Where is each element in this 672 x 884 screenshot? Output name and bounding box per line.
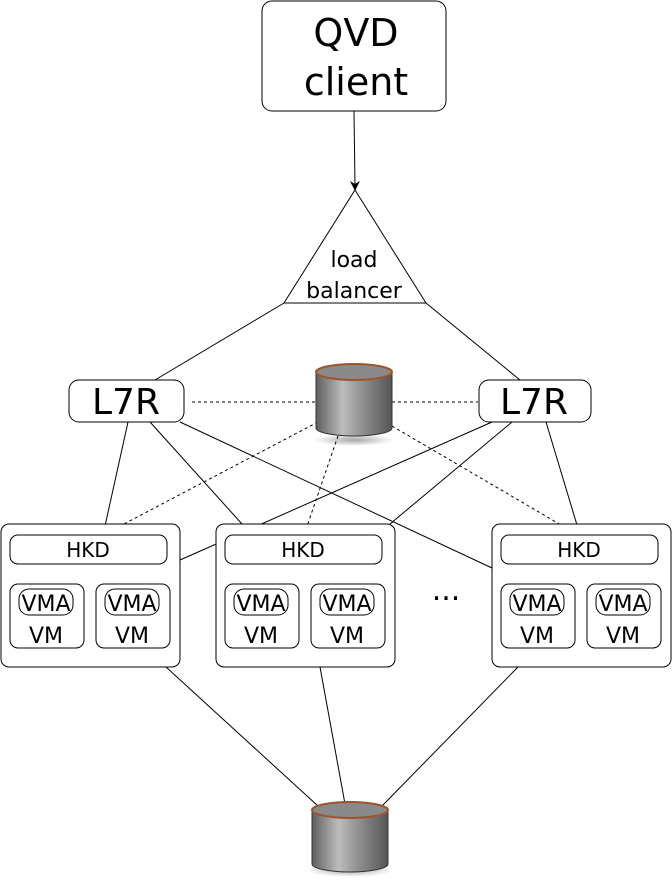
node-2-vm-1-vma-box <box>233 588 289 616</box>
node-3-vm-2-vma-label: VMA <box>598 592 647 617</box>
load-balancer-label-line1: load <box>330 248 377 273</box>
db-to-node2-link <box>303 435 339 536</box>
qvd-client-title-line2: client <box>304 60 408 104</box>
node-3-vm-1-vma-box <box>509 588 565 616</box>
node-3-vm-2-vma-box <box>595 588 651 616</box>
l7r-left-frame <box>68 379 185 423</box>
node1-to-storage-line <box>165 666 319 807</box>
node-2-vm-1-vm-label: VM <box>244 624 278 649</box>
qvd-client-title-line1: QVD <box>313 11 398 55</box>
node-1-vm-2-vma-box <box>104 588 160 616</box>
load-balancer-label-line2: balancer <box>306 279 403 304</box>
l7r-right-label: L7R <box>500 382 568 423</box>
l7r-right-to-node3-line <box>545 421 581 536</box>
storage-cylinder-icon <box>306 801 394 877</box>
node-1-hkd-label: HKD <box>66 538 110 562</box>
database-links <box>102 401 579 536</box>
l7r-left-label: L7R <box>92 382 160 423</box>
node-3-hkd-label: HKD <box>557 538 601 562</box>
node-3-vm-1-vma-label: VMA <box>512 592 561 617</box>
node-2: HKD VMA VM VMA VM <box>215 523 396 668</box>
l7r-right-to-node2-line <box>389 421 513 525</box>
node-2-hkd-box <box>224 534 383 565</box>
db-to-node1-link <box>102 421 319 536</box>
node2-to-storage-line <box>319 666 346 805</box>
l7r-left-to-node1-line <box>102 421 129 536</box>
node3-to-storage-line <box>381 666 519 807</box>
node-1-vm-2-vma-label: VMA <box>107 592 156 617</box>
node-1-vm-1-vma-label: VMA <box>21 592 70 617</box>
qvd-client-box: QVD client <box>261 0 447 112</box>
l7r-right-frame <box>478 379 592 423</box>
l7r-left-to-node2-line <box>149 421 243 525</box>
node-2-hkd-label: HKD <box>281 538 325 562</box>
more-nodes-ellipsis: ... <box>432 573 461 608</box>
node-1-vm-1-vm-label: VM <box>29 624 63 649</box>
node-3-hkd-box <box>500 534 659 565</box>
l7r-left: L7R <box>68 379 185 423</box>
database-cylinder-icon <box>314 363 394 446</box>
node-1-hkd-box <box>9 534 168 565</box>
node-3-vm-2-vm-label: VM <box>606 624 640 649</box>
db-to-node3-link <box>391 425 579 536</box>
qvd-client-frame <box>261 0 447 112</box>
connectors <box>102 110 581 807</box>
node-2-vm-2-vma-label: VMA <box>322 592 371 617</box>
client-to-balancer-arrow <box>349 110 360 191</box>
node-1: HKD VMA VM VMA VM <box>0 523 181 668</box>
node-2-vm-2-vm-label: VM <box>330 624 364 649</box>
node-3-vm-1-vm-label: VM <box>520 624 554 649</box>
load-balancer: load balancer <box>283 189 427 304</box>
balancer-to-l7r-right-line <box>425 302 521 381</box>
node-2-vm-1-vma-label: VMA <box>236 592 285 617</box>
l7r-left-to-node3-line <box>179 421 493 569</box>
l7r-right: L7R <box>478 379 592 423</box>
load-balancer-triangle <box>283 189 427 304</box>
node-2-vm-2-vma-box <box>319 588 375 616</box>
balancer-to-l7r-left-line <box>154 302 285 381</box>
node-1-vm-1-vma-box <box>18 588 74 616</box>
node-3: HKD VMA VM VMA VM <box>491 523 672 668</box>
node-1-vm-2-vm-label: VM <box>115 624 149 649</box>
